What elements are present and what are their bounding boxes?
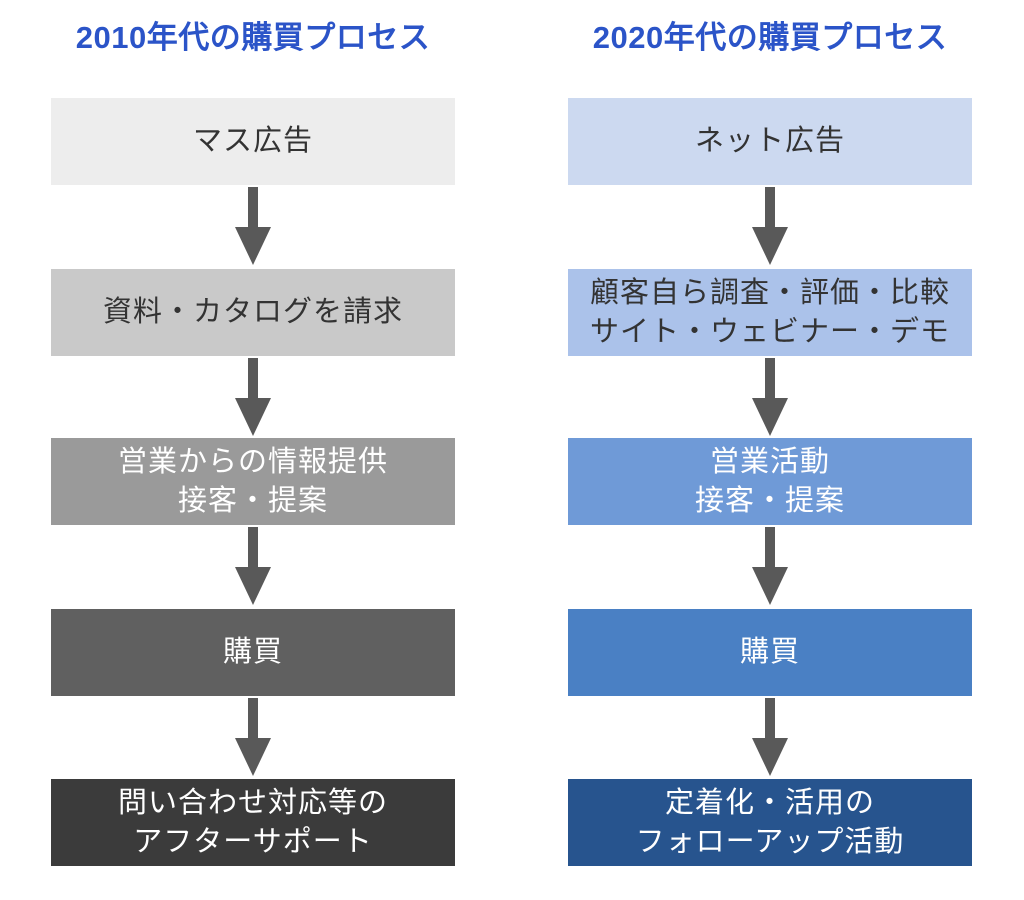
step-label: 定着化・活用の	[664, 786, 875, 819]
step-label: 購買	[222, 636, 283, 668]
down-arrow-icon	[752, 527, 788, 605]
step-sales-information: 営業からの情報提供 接客・提案	[51, 438, 455, 525]
down-arrow-icon	[235, 698, 271, 776]
step-label: フォローアップ活動	[635, 825, 905, 858]
step-label: 顧客自ら調査・評価・比較	[589, 276, 950, 309]
step-label: サイト・ウェビナー・デモ	[589, 315, 950, 348]
step-label: マス広告	[192, 125, 313, 157]
step-purchase-2020s: 購買	[568, 609, 972, 696]
step-label: 接客・提案	[177, 484, 328, 517]
step-label: アフターサポート	[133, 825, 373, 858]
column-title-2020s: 2020年代の購買プロセス	[592, 20, 948, 55]
down-arrow-icon	[235, 358, 271, 436]
column-title-2010s: 2010年代の購買プロセス	[75, 20, 431, 55]
step-catalog-request: 資料・カタログを請求	[51, 269, 455, 356]
step-net-advertising: ネット広告	[568, 98, 972, 185]
down-arrow-icon	[235, 527, 271, 605]
step-purchase-2010s: 購買	[51, 609, 455, 696]
step-label: 営業からの情報提供	[117, 445, 388, 478]
step-label: 接客・提案	[694, 484, 845, 517]
step-self-research: 顧客自ら調査・評価・比較 サイト・ウェビナー・デモ	[568, 269, 972, 356]
step-label: 購買	[739, 636, 800, 668]
step-followup-activity: 定着化・活用の フォローアップ活動	[568, 779, 972, 866]
down-arrow-icon	[235, 187, 271, 265]
step-mass-advertising: マス広告	[51, 98, 455, 185]
step-label: 資料・カタログを請求	[102, 296, 403, 328]
step-label: 営業活動	[709, 445, 830, 478]
step-sales-activity: 営業活動 接客・提案	[568, 438, 972, 525]
down-arrow-icon	[752, 698, 788, 776]
down-arrow-icon	[752, 358, 788, 436]
column-2020s: 2020年代の購買プロセス ネット広告 顧客自ら調査・評価・比較 サイト・ウェビ…	[568, 0, 972, 900]
step-label: 問い合わせ対応等の	[117, 786, 388, 819]
step-label: ネット広告	[694, 125, 845, 157]
column-2010s: 2010年代の購買プロセス マス広告 資料・カタログを請求 営業からの情報提供 …	[51, 0, 455, 900]
step-after-support: 問い合わせ対応等の アフターサポート	[51, 779, 455, 866]
down-arrow-icon	[752, 187, 788, 265]
